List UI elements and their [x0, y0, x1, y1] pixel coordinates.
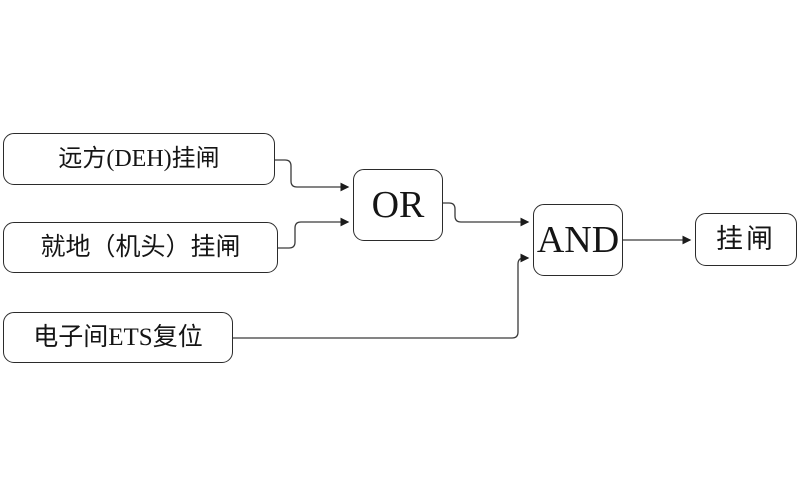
node-remote-deh-latch-label: 远方(DEH)挂闸 [58, 146, 220, 172]
node-or-gate: OR [353, 169, 443, 241]
node-ets-reset: 电子间ETS复位 [3, 312, 233, 363]
node-local-head-latch: 就地（机头）挂闸 [3, 222, 278, 273]
node-or-gate-label: OR [371, 184, 425, 226]
node-latch-output: 挂闸 [695, 213, 797, 266]
wire-input3-to-and [233, 253, 530, 339]
wire-input2-to-or [277, 217, 350, 249]
node-remote-deh-latch: 远方(DEH)挂闸 [3, 133, 275, 185]
node-and-gate-label: AND [536, 219, 620, 261]
node-local-head-latch-label: 就地（机头）挂闸 [40, 234, 241, 261]
wire-or-to-and [443, 202, 530, 227]
wire-input1-to-or [274, 159, 350, 192]
node-ets-reset-label: 电子间ETS复位 [33, 324, 203, 351]
node-and-gate: AND [533, 204, 623, 276]
node-latch-output-label: 挂闸 [716, 224, 776, 254]
